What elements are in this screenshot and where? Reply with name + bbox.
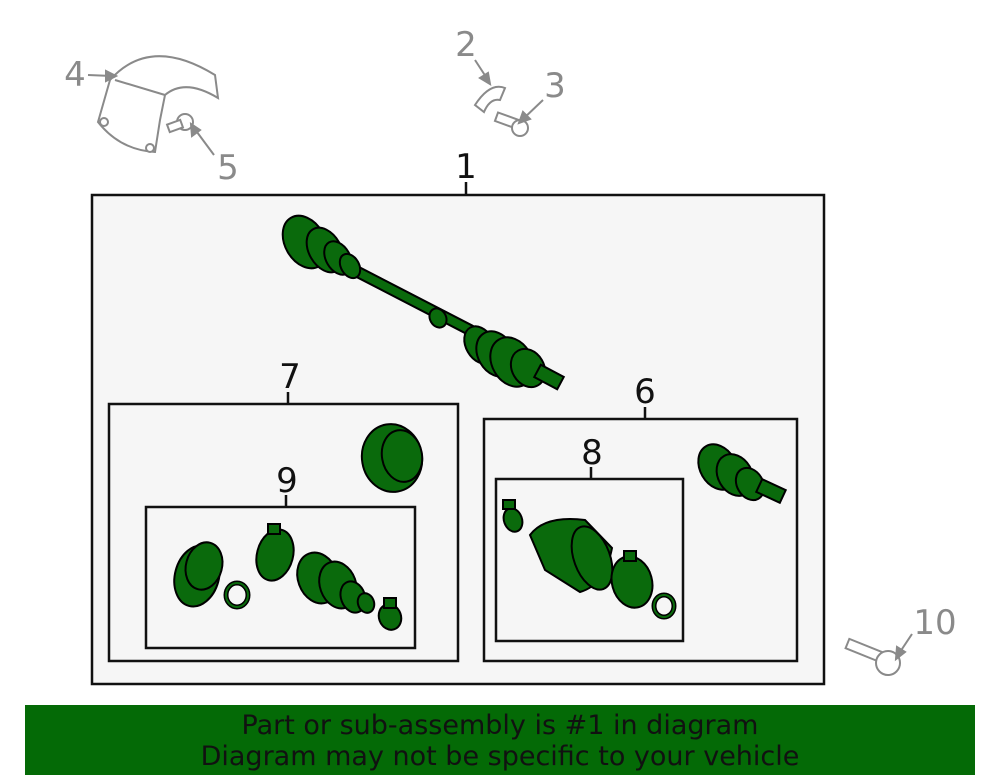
callout-9: 9: [276, 461, 298, 501]
bolt-part-3: [493, 111, 529, 137]
callout-8: 8: [581, 433, 603, 473]
axle-shaft-assembly: [281, 214, 566, 391]
callout-4: 4: [64, 55, 86, 95]
banner-line-2: Diagram may not be specific to your vehi…: [200, 741, 800, 772]
boot-kit-parts-9: [173, 523, 403, 631]
clamp-part-2: [473, 85, 507, 114]
callout-5: 5: [217, 148, 239, 188]
boot-kit-parts-8: [502, 499, 677, 620]
callout-6: 6: [634, 372, 656, 412]
inner-joint-assembly: [697, 443, 788, 505]
callout-2: 2: [455, 25, 477, 65]
callout-7: 7: [279, 357, 301, 397]
gray-leader-lines: [87, 59, 913, 662]
disclaimer-banner: Part or sub-assembly is #1 in diagram Di…: [25, 705, 975, 775]
callout-1: 1: [455, 147, 477, 187]
callout-3: 3: [544, 66, 566, 106]
heat-shield-part-4: [96, 55, 220, 154]
outer-joint-housing: [360, 423, 424, 493]
bolt-part-10: [844, 637, 901, 676]
callout-10: 10: [913, 603, 956, 643]
bolt-part-5: [165, 113, 194, 134]
banner-line-1: Part or sub-assembly is #1 in diagram: [241, 710, 759, 741]
